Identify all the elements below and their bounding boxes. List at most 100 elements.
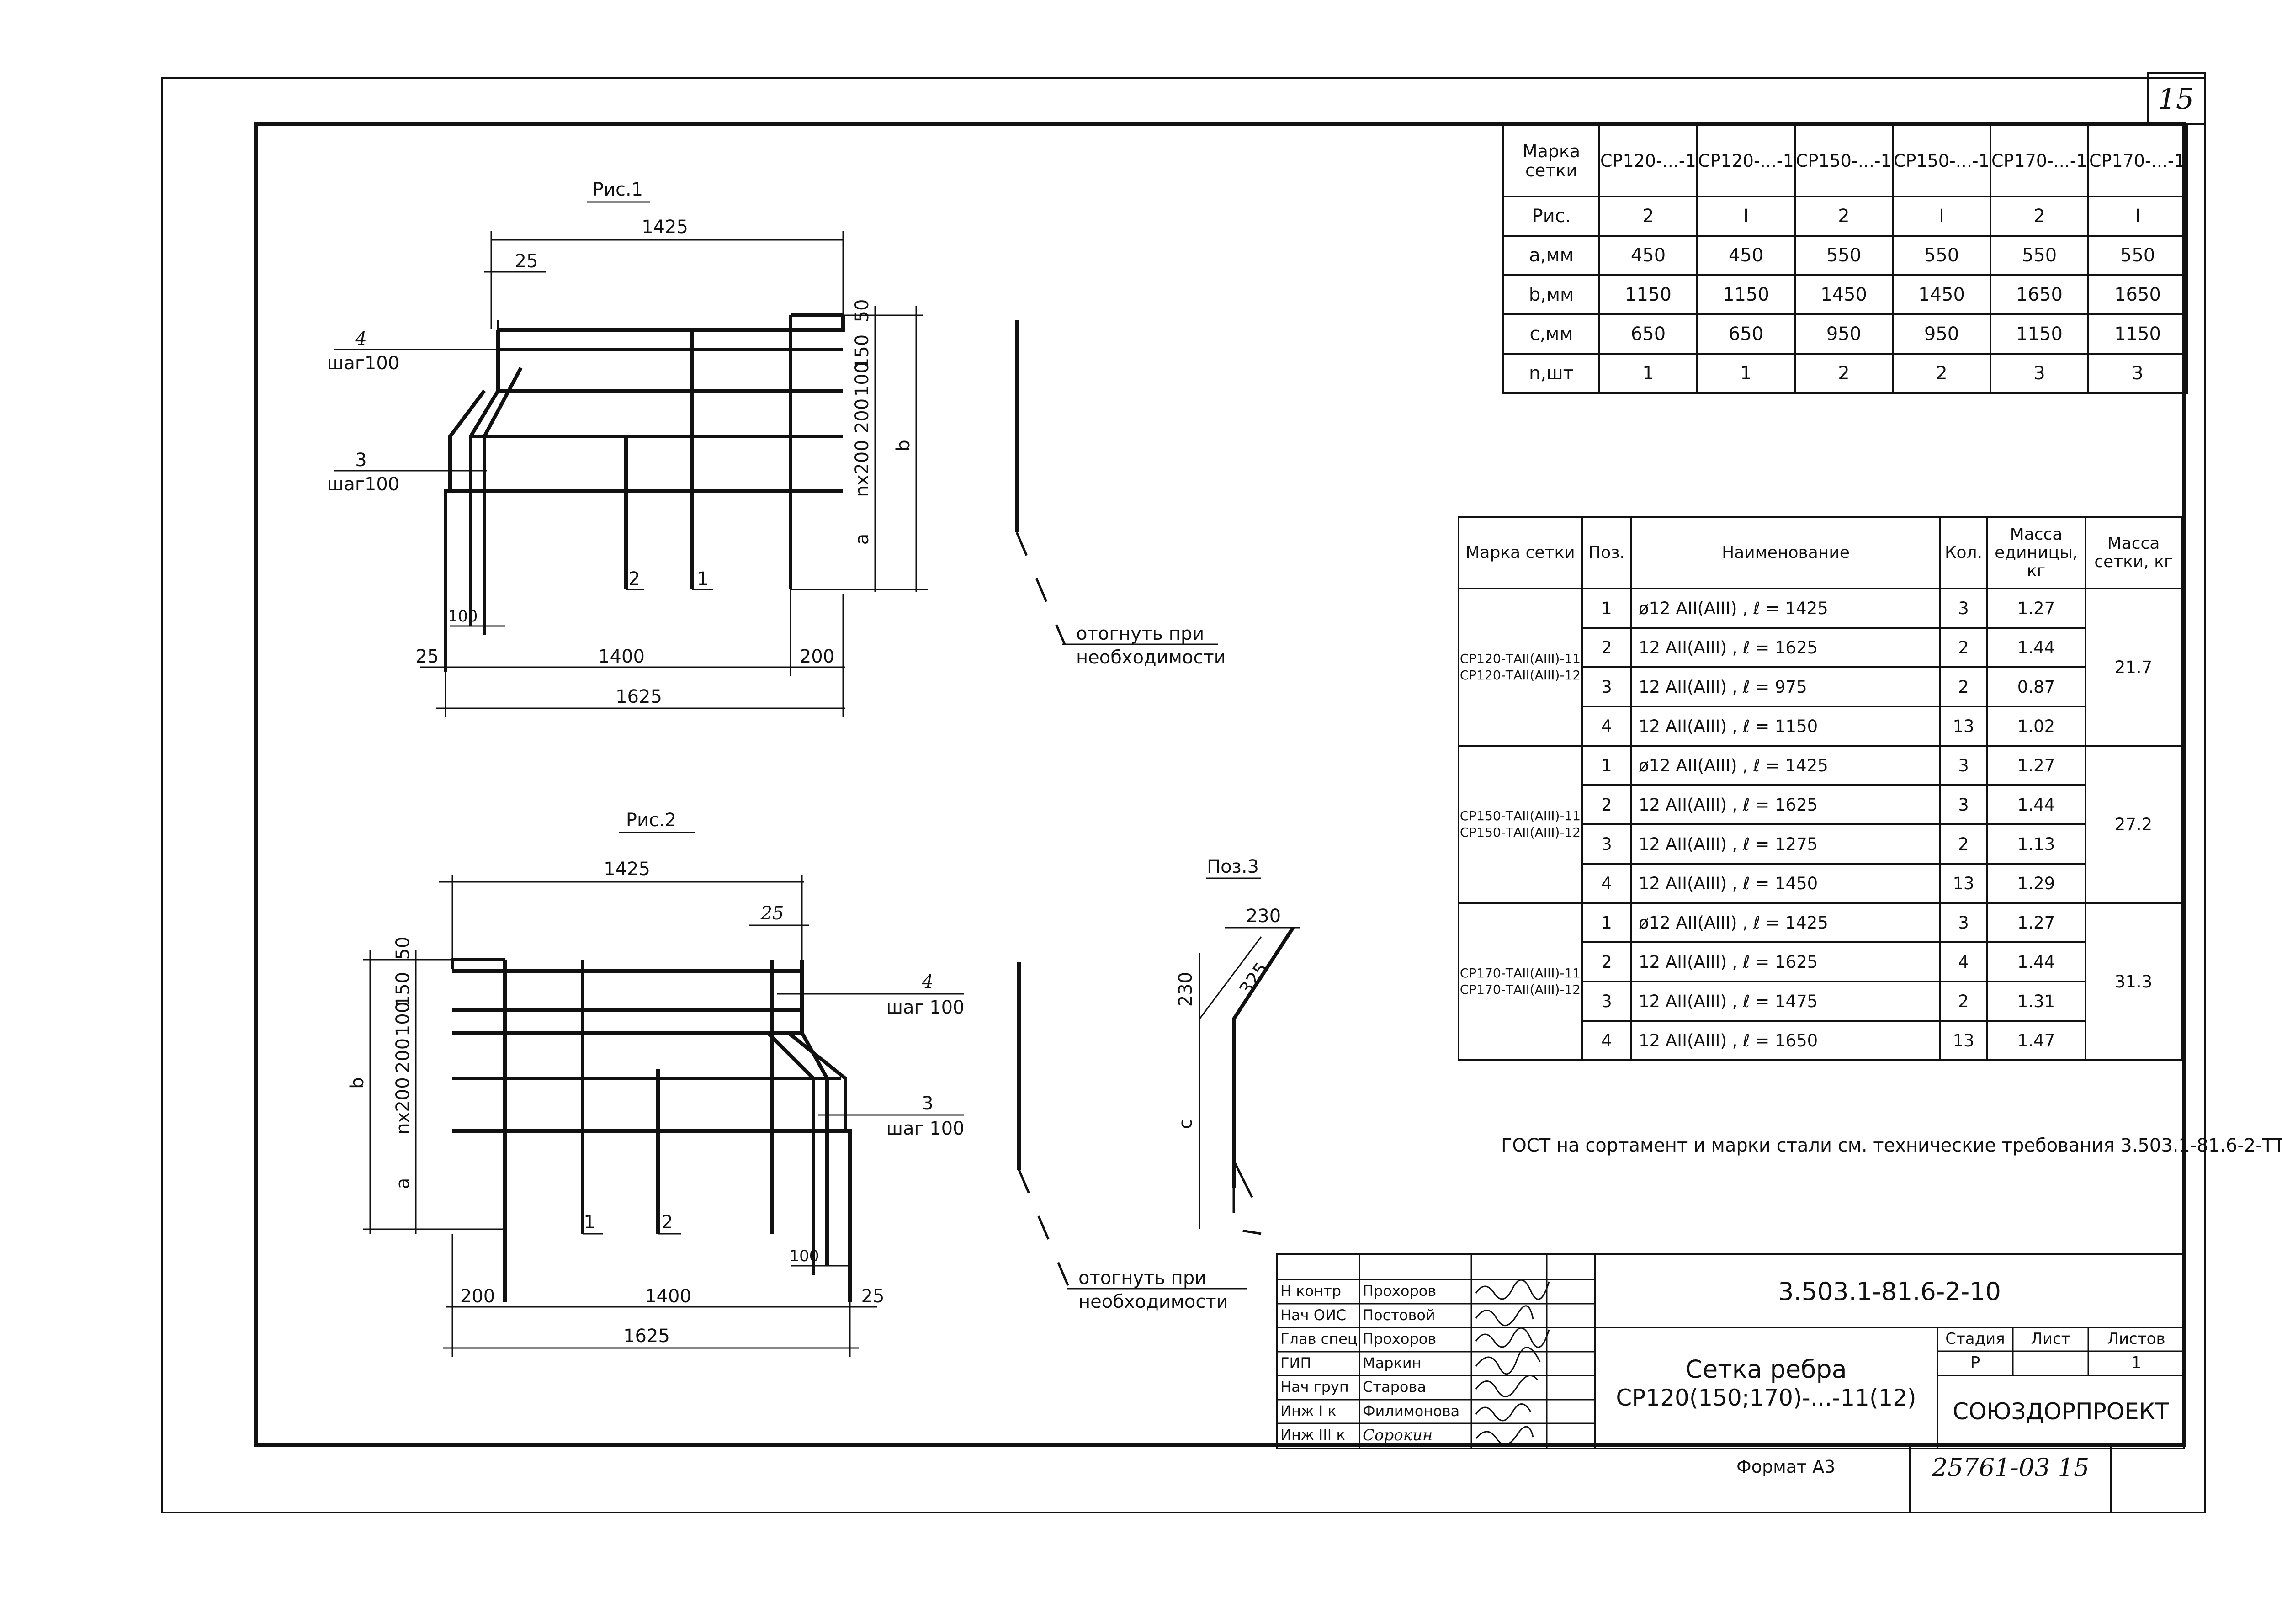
spec-row: 4 12 АII(АIII) , ℓ = 1450 13 1.29 xyxy=(1459,863,2181,904)
params-header-cell: СР170-...-11 xyxy=(1990,124,2089,197)
fig1-dim-b: b xyxy=(893,440,914,451)
params-cell: 450 xyxy=(1598,235,1698,276)
pos3-bend xyxy=(1232,1188,1262,1235)
tb-role: Нач груп xyxy=(1280,1378,1349,1396)
params-cell: 650 xyxy=(1696,313,1796,355)
tb-role: Инж I к xyxy=(1280,1402,1337,1420)
spec-pos: 2 xyxy=(1581,941,1632,982)
tb-name: Постовой xyxy=(1363,1306,1435,1324)
spec-pos: 3 xyxy=(1581,823,1632,865)
params-cell: 1150 xyxy=(1598,274,1698,315)
spec-qty: 13 xyxy=(1939,1020,1988,1061)
spec-row: 2 12 АII(АIII) , ℓ = 1625 2 1.44 xyxy=(1459,627,2181,668)
fig1-dim-25-bottom: 25 xyxy=(416,646,439,667)
params-cell: 1450 xyxy=(1794,274,1894,315)
fig2-dim-25-bottom: 25 xyxy=(861,1286,885,1307)
params-header-cell: СР120-...-12 xyxy=(1696,124,1796,197)
spec-name: 12 АII(АIII) , ℓ = 1625 xyxy=(1630,941,1941,982)
spec-qty: 2 xyxy=(1939,627,1988,668)
params-cell: 2 xyxy=(1794,353,1894,394)
signature-4 xyxy=(1475,1347,1541,1375)
params-cell: 1150 xyxy=(1696,274,1796,315)
fig2-dim-200-bottom: 200 xyxy=(460,1286,495,1307)
params-row: a,мм 450 450 550 550 550 550 xyxy=(1502,235,2188,276)
fig1-dim-top: 1425 xyxy=(642,217,688,238)
params-table: Марка сетки СР120-...-11 СР120-...-12 СР… xyxy=(1502,124,2188,394)
signature-2 xyxy=(1475,1305,1534,1327)
spec-total: 31.3 xyxy=(2085,902,2182,1061)
spec-mark: СР150-ТАII(АIII)-11 xyxy=(1459,808,1581,823)
fig2-dim-200: 200 xyxy=(393,1038,414,1073)
params-cell: 1 xyxy=(1696,353,1796,394)
signature-3 xyxy=(1475,1327,1550,1348)
spec-mark: СР120-ТАII(АIII)-11 xyxy=(1459,651,1581,666)
spec-qty: 4 xyxy=(1939,941,1988,982)
spec-mass: 1.31 xyxy=(1986,981,2086,1022)
tb-name: Старова xyxy=(1363,1378,1426,1396)
pos3-dim-230-side: 230 xyxy=(1175,972,1196,1007)
spec-row: СР170-ТАII(АIII)-11 СР170-ТАII(АIII)-12 … xyxy=(1458,902,2182,1061)
signature-7 xyxy=(1475,1426,1534,1445)
figure-2: Рис.2 1 2 1425 25 50 150 100 200 xyxy=(347,810,1247,1357)
fig1-bar-top xyxy=(498,315,845,332)
params-cell: 550 xyxy=(1892,235,1991,276)
fig2-callout-4-num: 4 xyxy=(921,971,933,992)
drawing-name-1: Сетка ребра xyxy=(1685,1355,1847,1384)
tb-role: Н контр xyxy=(1280,1282,1342,1300)
spec-mark: СР170-ТАII(АIII)-11 xyxy=(1459,966,1581,981)
pos3-bend-2 xyxy=(1232,1160,1253,1198)
fig1-dim-150: 150 xyxy=(852,334,873,369)
params-cell: c,мм xyxy=(1502,313,1600,355)
params-cell: 550 xyxy=(2087,235,2188,276)
params-cell: a,мм xyxy=(1502,235,1600,276)
params-cell: 2 xyxy=(1794,196,1894,237)
fig2-dim-25: 25 xyxy=(760,903,784,924)
tb-name: Сорокин xyxy=(1363,1426,1433,1444)
params-cell: 550 xyxy=(1990,235,2089,276)
signature-6 xyxy=(1475,1403,1532,1422)
spec-name: ø12 АII(АIII) , ℓ = 1425 xyxy=(1630,902,1941,943)
spec-mark: СР150-ТАII(АIII)-12 xyxy=(1459,825,1581,840)
tb-role: Инж III к xyxy=(1280,1426,1345,1444)
fig2-dim-1625: 1625 xyxy=(623,1326,670,1347)
fig2-dim-1400: 1400 xyxy=(645,1286,691,1307)
fig2-bend-note-1: отогнуть при xyxy=(1078,1268,1206,1289)
spec-header-cell: Масса единицы, кг xyxy=(1986,516,2086,589)
fig1-callout-3-step: шаг100 xyxy=(327,474,399,495)
fig2-dim-nx200: nx200 xyxy=(393,1077,414,1134)
params-cell: 550 xyxy=(1794,235,1894,276)
signatures-picture xyxy=(1475,1279,1550,1445)
spec-header-row: Марка сетки Поз. Наименование Кол. Масса… xyxy=(1458,516,2182,589)
spec-row: 4 12 АII(АIII) , ℓ = 1650 13 1.47 xyxy=(1459,1020,2181,1061)
spec-name: 12 АII(АIII) , ℓ = 1650 xyxy=(1630,1020,1941,1061)
fig2-dim-a: a xyxy=(393,1178,414,1189)
spec-mark: СР170-ТАII(АIII)-12 xyxy=(1459,982,1581,997)
sheets-label: Листов xyxy=(2107,1330,2165,1348)
fig1-dim-a: a xyxy=(852,534,873,545)
spec-name: 12 АII(АIII) , ℓ = 1275 xyxy=(1630,823,1941,865)
fig1-dim-100: 100 xyxy=(852,362,873,397)
params-cell: 650 xyxy=(1598,313,1698,355)
params-header-cell: СР120-...-11 xyxy=(1598,124,1698,197)
fig2-dim-100-bottom: 100 xyxy=(790,1247,819,1265)
fig1-bar-left-outer xyxy=(444,389,486,672)
sheet-label: Лист xyxy=(2031,1330,2070,1348)
signature-1 xyxy=(1475,1279,1550,1300)
params-row: c,мм 650 650 950 950 1150 1150 xyxy=(1502,313,2188,355)
fig2-bar-top xyxy=(451,958,505,969)
pos3-dim-c: c xyxy=(1175,1119,1196,1129)
spec-name: 12 АII(АIII) , ℓ = 1625 xyxy=(1630,784,1941,825)
params-cell: n,шт xyxy=(1502,353,1600,394)
fig1-pos2-label: 2 xyxy=(628,568,640,589)
fig2-side-bend xyxy=(1018,1169,1071,1289)
spec-qty: 2 xyxy=(1939,666,1988,707)
fig1-bend-note-2: необходимости xyxy=(1076,647,1226,668)
tb-name: Прохоров xyxy=(1363,1330,1437,1348)
fig1-side-bend xyxy=(1015,532,1066,645)
spec-mass: 1.44 xyxy=(1986,941,2086,982)
spec-name: 12 АII(АIII) , ℓ = 1625 xyxy=(1630,627,1941,668)
fig2-bar-right-outer xyxy=(787,1031,852,1302)
spec-row: СР150-ТАII(АIII)-11 СР150-ТАII(АIII)-12 … xyxy=(1458,745,2182,904)
spec-mass: 1.27 xyxy=(1986,588,2086,629)
